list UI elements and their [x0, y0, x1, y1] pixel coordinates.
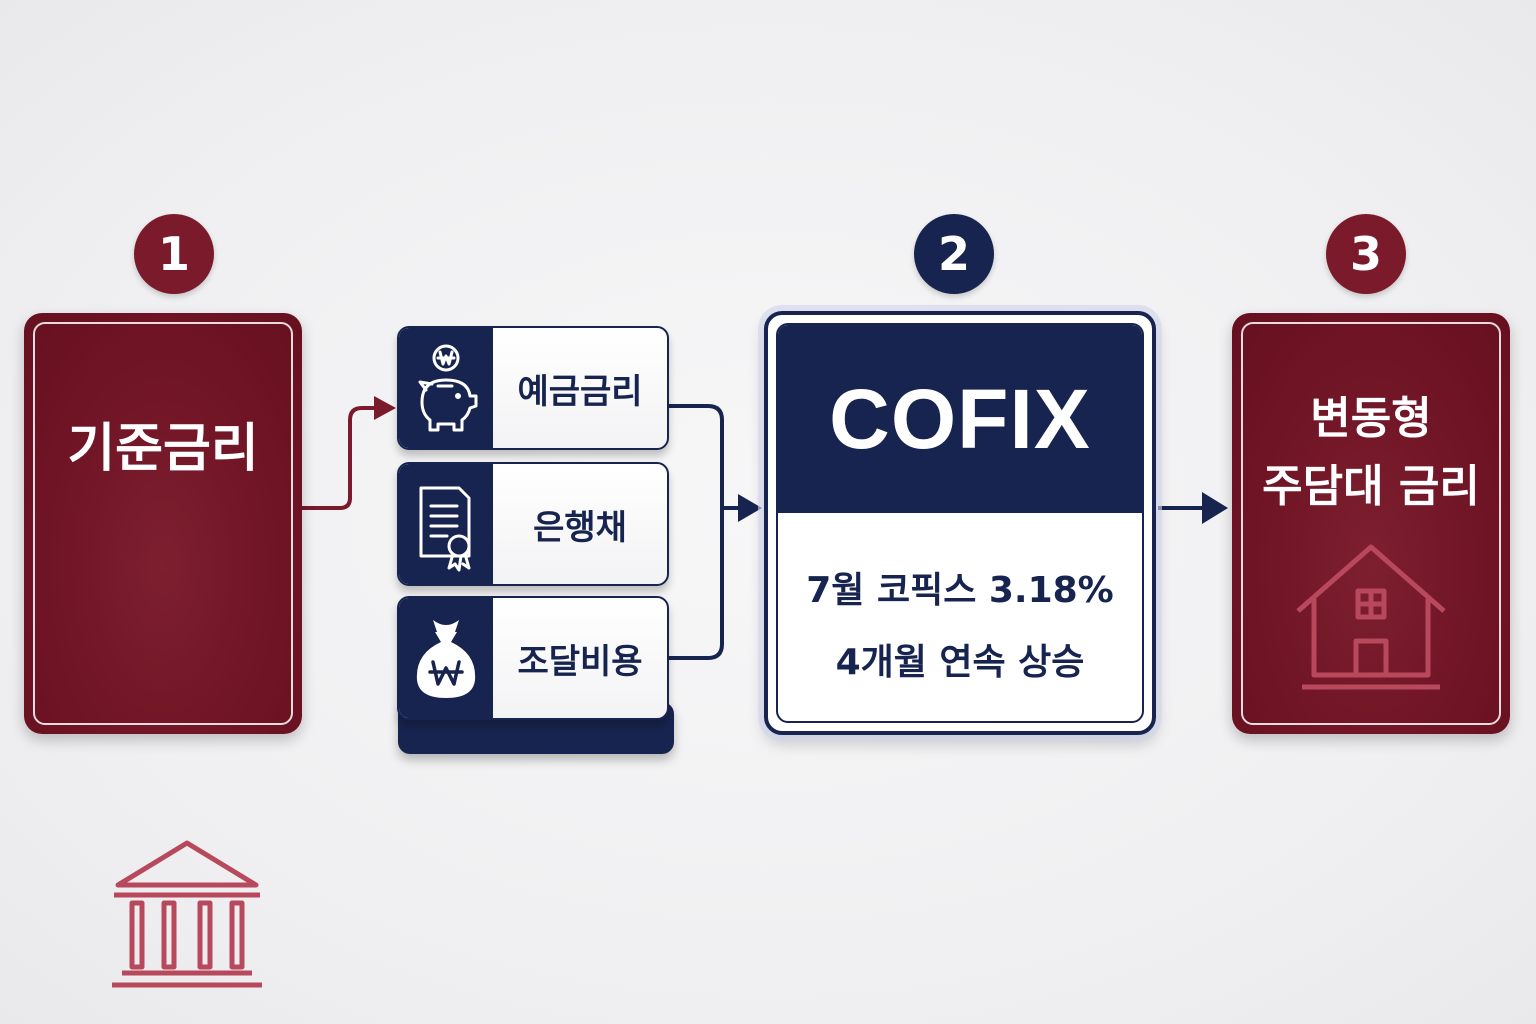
money-bag-won-icon	[416, 620, 476, 698]
arrow-step1-to-sources	[302, 396, 396, 510]
house-icon	[1296, 544, 1446, 690]
mortgage-title-line1: 변동형	[1310, 393, 1432, 444]
source-label: 예금금리	[517, 371, 643, 412]
variable-mortgage-rate-card: 변동형 주담대 금리	[1232, 313, 1510, 734]
cofix-card: COFIX 7월 코픽스 3.18% 4개월 연속 상승	[764, 311, 1156, 735]
source-deposit-rate: 예금금리	[397, 326, 669, 450]
cofix-inner-frame: COFIX 7월 코픽스 3.18% 4개월 연속 상승	[776, 323, 1144, 723]
step-2-badge: 2	[914, 214, 994, 294]
cofix-trend-line: 4개월 연속 상승	[835, 642, 1085, 683]
arrow-cofix-to-step3	[1158, 492, 1228, 524]
source-icon-box	[399, 328, 493, 448]
certificate-document-icon	[419, 486, 471, 572]
source-icon-box	[399, 598, 493, 718]
source-funding-cost: 조달비용	[397, 596, 669, 720]
arrow-sources-to-cofix	[666, 404, 762, 660]
bank-icon	[112, 840, 262, 988]
cofix-title: COFIX	[778, 325, 1142, 513]
source-bank-bonds: 은행채	[397, 462, 669, 586]
step-3-badge: 3	[1326, 214, 1406, 294]
source-icon-box	[399, 464, 493, 584]
step-1-badge: 1	[134, 214, 214, 294]
cofix-rate-line: 7월 코픽스 3.18%	[806, 570, 1114, 611]
source-label: 조달비용	[517, 641, 643, 682]
source-label: 은행채	[533, 507, 627, 548]
base-rate-title: 기준금리	[67, 419, 259, 479]
card-inner-border	[1241, 322, 1501, 725]
base-rate-card: 기준금리	[24, 313, 302, 988]
card-inner-border	[33, 322, 293, 725]
piggy-bank-won-icon	[418, 344, 478, 432]
mortgage-title-line2: 주담대 금리	[1262, 461, 1480, 512]
